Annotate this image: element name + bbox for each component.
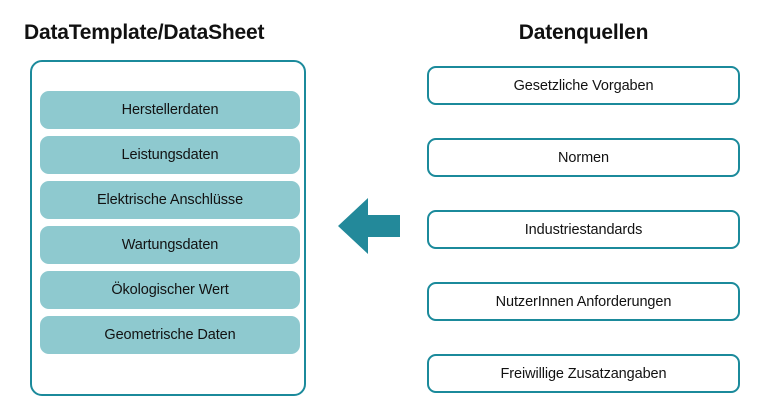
datatemplate-item-label: Ökologischer Wert xyxy=(111,282,229,298)
datenquellen-item-list: Gesetzliche Vorgaben Normen Industriesta… xyxy=(427,66,740,393)
datatemplate-item-wartungsdaten[interactable]: Wartungsdaten xyxy=(40,226,300,264)
datenquellen-item-label: Freiwillige Zusatzangaben xyxy=(500,365,667,382)
datatemplate-column-title: DataTemplate/DataSheet xyxy=(24,21,265,44)
datatemplate-item-list: Herstellerdaten Leistungsdaten Elektrisc… xyxy=(40,91,300,354)
arrow-left-icon xyxy=(338,196,402,256)
datenquellen-item-normen[interactable]: Normen xyxy=(427,138,740,177)
datatemplate-container: Herstellerdaten Leistungsdaten Elektrisc… xyxy=(30,60,306,396)
datatemplate-item-label: Leistungsdaten xyxy=(121,147,219,163)
datenquellen-column-title: Datenquellen xyxy=(518,21,649,44)
datenquellen-item-label: NutzerInnen Anforderungen xyxy=(495,293,672,310)
datatemplate-item-herstellerdaten[interactable]: Herstellerdaten xyxy=(40,91,300,129)
datatemplate-item-leistungsdaten[interactable]: Leistungsdaten xyxy=(40,136,300,174)
datenquellen-item-label: Industriestandards xyxy=(524,221,643,238)
datatemplate-item-label: Geometrische Daten xyxy=(104,327,236,343)
datatemplate-item-geometrische-daten[interactable]: Geometrische Daten xyxy=(40,316,300,354)
datenquellen-item-label: Normen xyxy=(558,149,609,166)
datenquellen-item-freiwillige-zusatzangaben[interactable]: Freiwillige Zusatzangaben xyxy=(427,354,740,393)
datenquellen-item-gesetzliche-vorgaben[interactable]: Gesetzliche Vorgaben xyxy=(427,66,740,105)
datatemplate-item-oekologischer-wert[interactable]: Ökologischer Wert xyxy=(40,271,300,309)
datatemplate-item-label: Wartungsdaten xyxy=(121,237,219,253)
datatemplate-item-label: Herstellerdaten xyxy=(121,102,219,118)
datenquellen-item-label: Gesetzliche Vorgaben xyxy=(513,77,654,94)
datatemplate-item-elektrische-anschluesse[interactable]: Elektrische Anschlüsse xyxy=(40,181,300,219)
datatemplate-item-label: Elektrische Anschlüsse xyxy=(96,192,244,208)
datenquellen-item-nutzerinnen-anforderungen[interactable]: NutzerInnen Anforderungen xyxy=(427,282,740,321)
datenquellen-item-industriestandards[interactable]: Industriestandards xyxy=(427,210,740,249)
